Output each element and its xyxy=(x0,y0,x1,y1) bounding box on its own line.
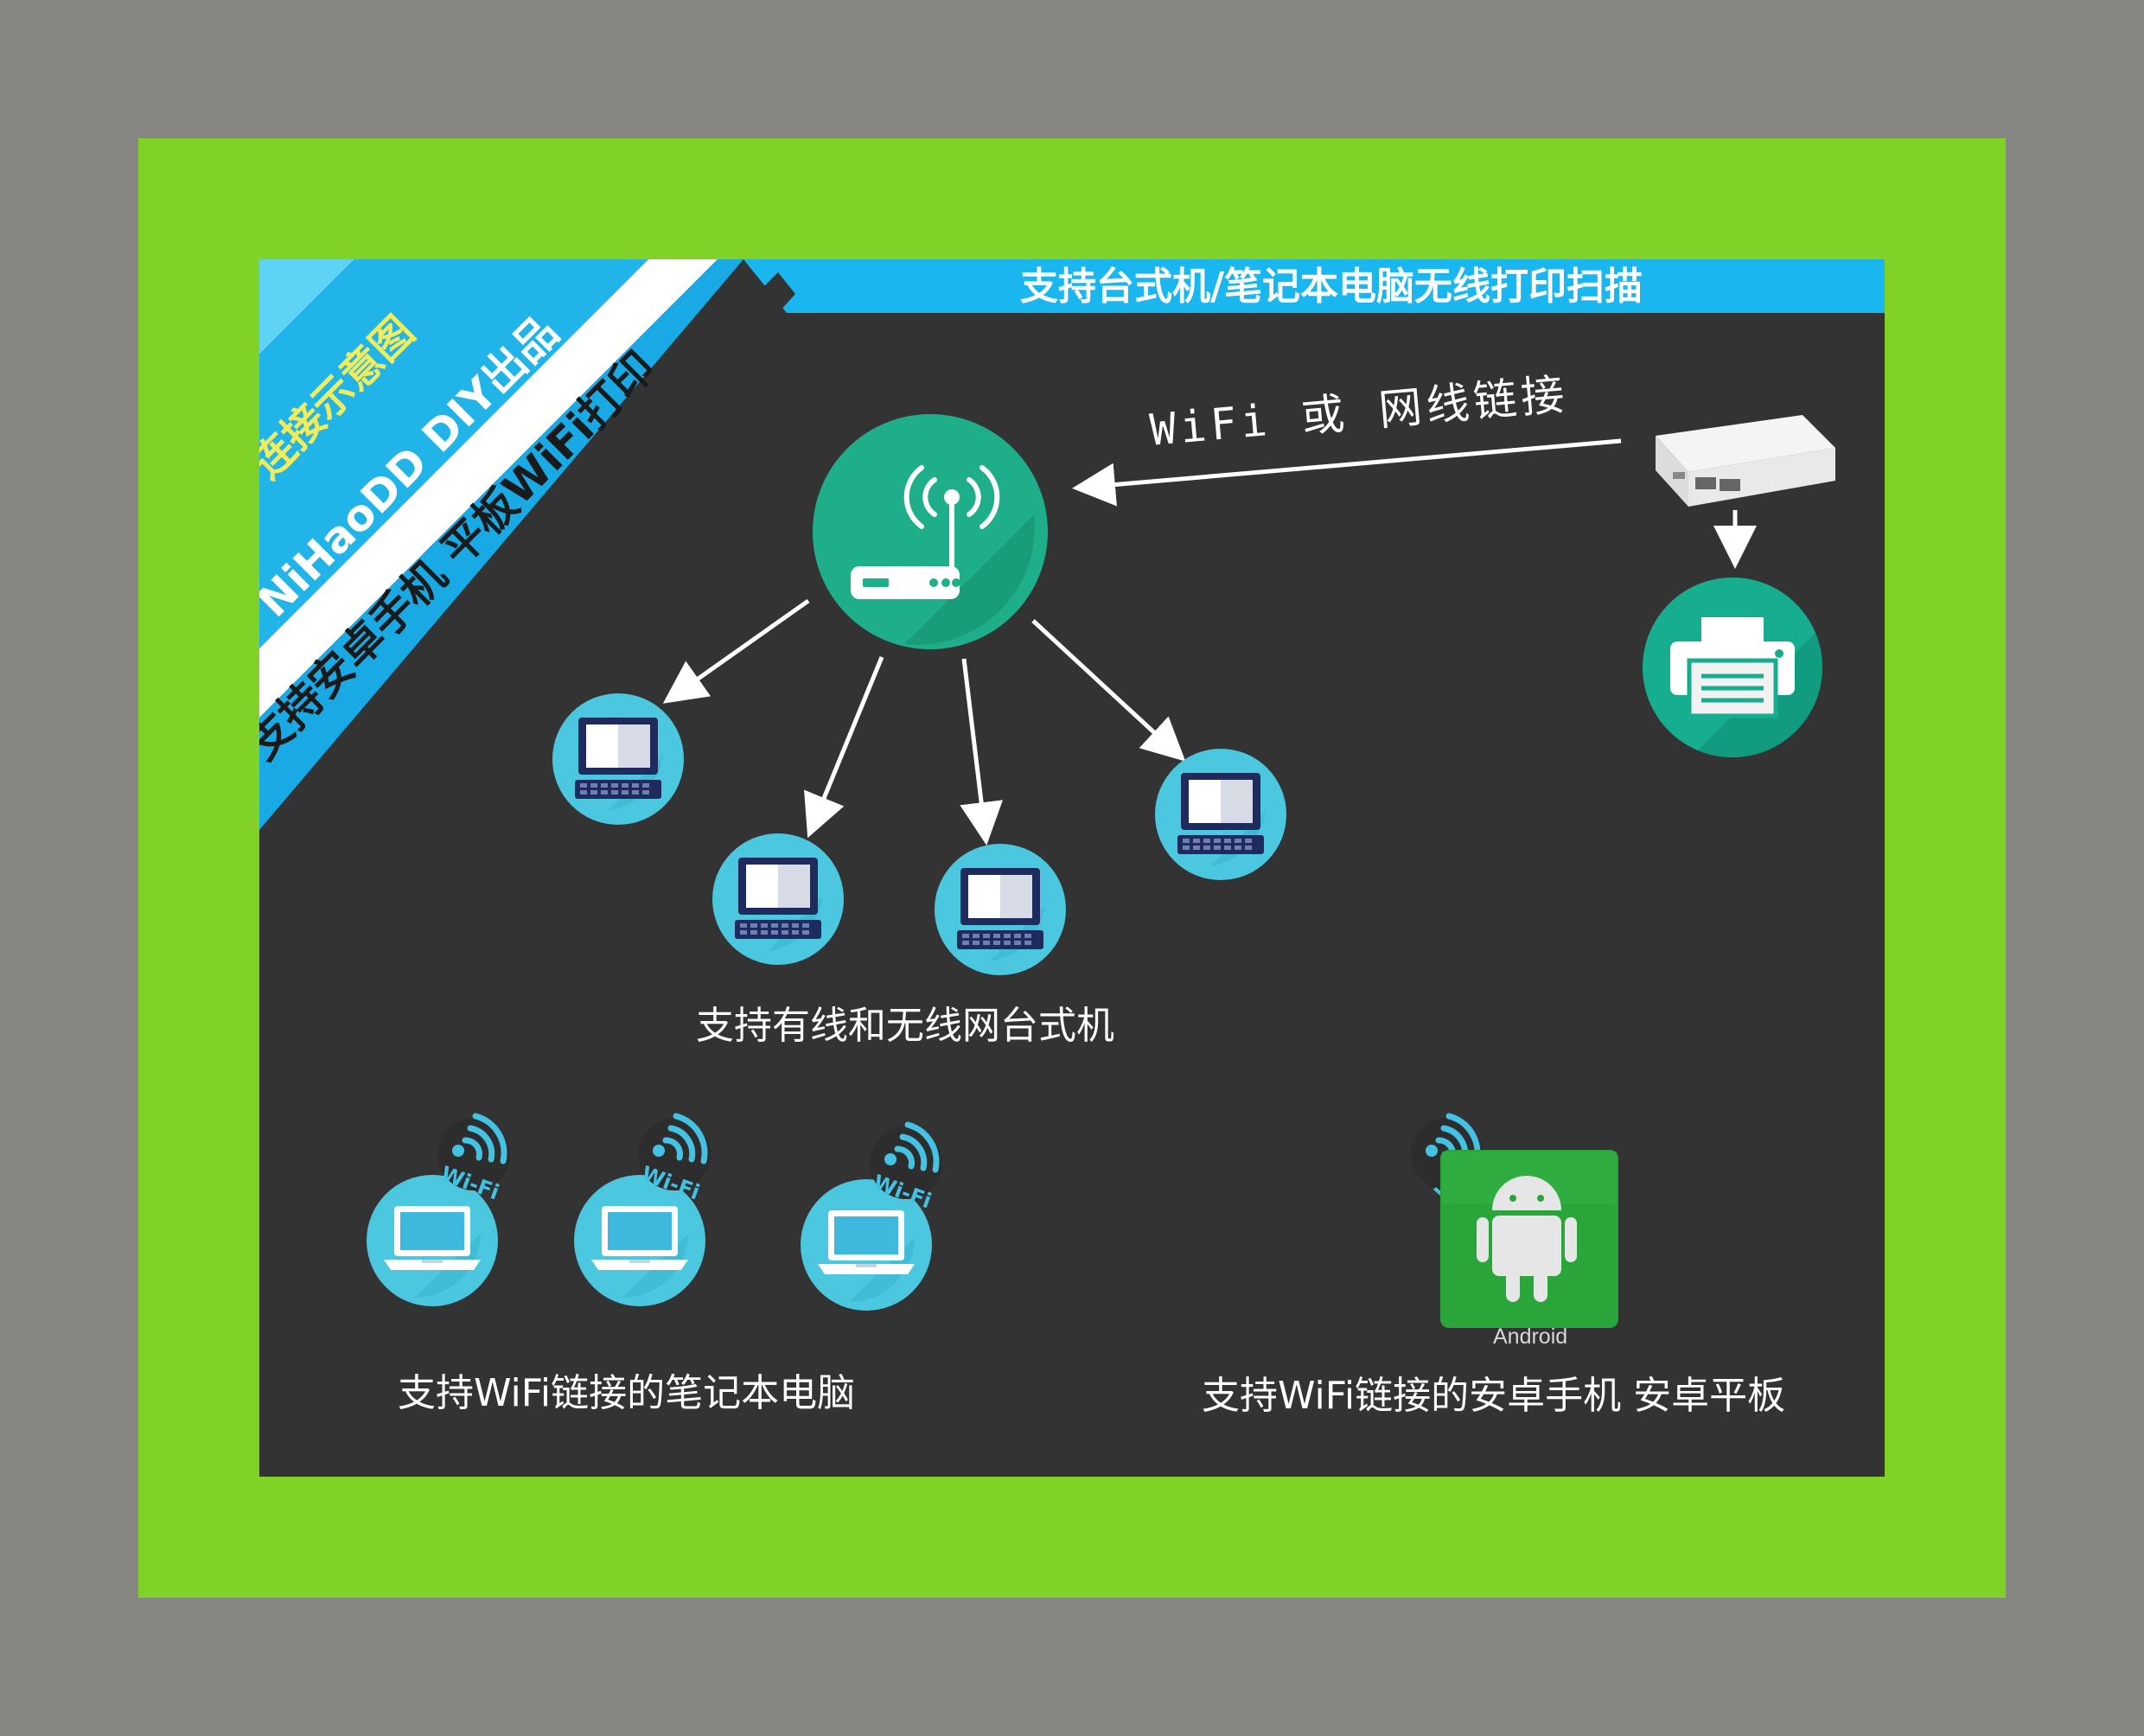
print-server-icon xyxy=(1656,415,1835,507)
arrow-icon xyxy=(964,659,986,837)
diagram-canvas: Wi-Fi Wi-Fi Wi-Fi Wi-Fi xyxy=(259,259,1885,1477)
desktop-icon xyxy=(552,693,684,825)
printer-icon xyxy=(1643,578,1822,757)
diagram-panel: Wi-Fi Wi-Fi Wi-Fi Wi-Fi 支持台式机/笔记本电脑无线打印扫… xyxy=(259,259,1885,1477)
arrow-icon xyxy=(670,601,808,699)
android-caption: 支持WiFi链接的安卓手机 安卓平板 xyxy=(1202,1364,1785,1420)
desktop-caption: 支持有线和无线网台式机 xyxy=(696,994,1114,1050)
desktop-icon xyxy=(1155,749,1286,880)
arrow-icon xyxy=(1033,621,1179,756)
laptop-caption: 支持WiFi链接的笔记本电脑 xyxy=(398,1362,855,1417)
banner-title: 支持台式机/笔记本电脑无线打印扫描 xyxy=(778,263,1885,311)
desktop-icon xyxy=(935,844,1066,975)
arrow-icon xyxy=(811,657,882,830)
desktop-icon xyxy=(712,833,844,965)
android-logo-label: Android xyxy=(1493,1324,1567,1350)
android-icon xyxy=(1440,1150,1618,1328)
router-icon xyxy=(813,414,1048,649)
